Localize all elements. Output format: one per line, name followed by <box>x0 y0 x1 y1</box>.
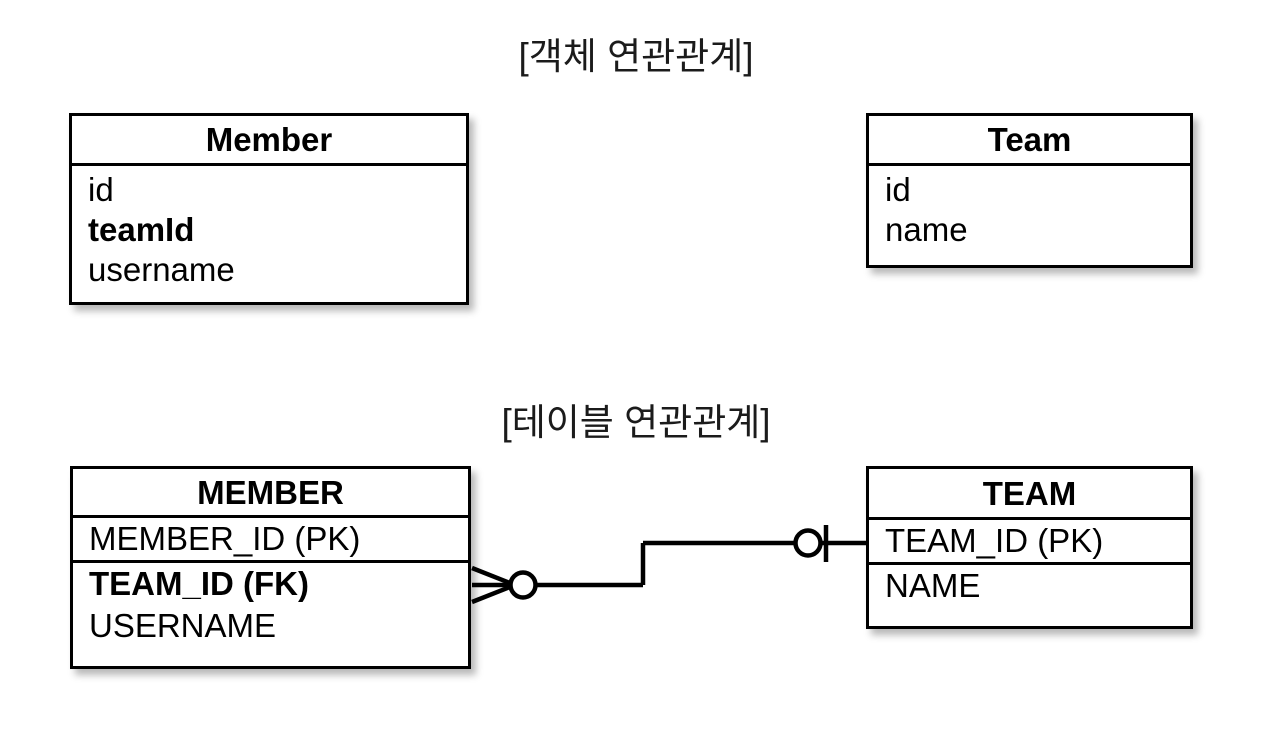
entity-title-member-object: Member <box>72 116 466 166</box>
entity-title-team-table: TEAM <box>869 469 1190 520</box>
field-row: teamId <box>88 211 195 248</box>
entity-box-team-object[interactable]: Team id name <box>866 113 1193 268</box>
field-row: id <box>885 171 911 208</box>
field-row: NAME <box>885 567 981 604</box>
entity-key-list-member-table: MEMBER_ID (PK) <box>73 518 468 560</box>
entity-field-list-team-table: NAME <box>869 562 1190 607</box>
entity-box-member-object[interactable]: Member id teamId username <box>69 113 469 305</box>
entity-field-list-member-object: id teamId username <box>72 166 466 290</box>
entity-field-list-team-object: id name <box>869 166 1190 250</box>
crows-foot-icon <box>471 565 516 605</box>
zero-cardinality-circle-member <box>508 570 538 600</box>
entity-box-team-table[interactable]: TEAM TEAM_ID (PK) NAME <box>866 466 1193 629</box>
field-row-primary-key: MEMBER_ID (PK) <box>89 520 361 557</box>
field-row: name <box>885 211 968 248</box>
field-row-foreign-key: TEAM_ID (FK) <box>89 565 309 602</box>
field-row: username <box>88 251 235 288</box>
field-row: USERNAME <box>89 607 277 644</box>
entity-title-member-table: MEMBER <box>73 469 468 518</box>
entity-field-list-member-table: TEAM_ID (FK) USERNAME <box>73 560 468 647</box>
field-row: id <box>88 171 114 208</box>
relationship-connector-member-team <box>471 525 866 605</box>
zero-cardinality-circle-team <box>793 528 823 558</box>
table-relationship-title: [테이블 연관관계] <box>501 402 771 443</box>
object-relationship-title: [객체 연관관계] <box>518 36 754 77</box>
field-row-primary-key: TEAM_ID (PK) <box>885 522 1104 559</box>
entity-title-team-object: Team <box>869 116 1190 166</box>
entity-key-list-team-table: TEAM_ID (PK) <box>869 520 1190 562</box>
entity-box-member-table[interactable]: MEMBER MEMBER_ID (PK) TEAM_ID (FK) USERN… <box>70 466 471 669</box>
